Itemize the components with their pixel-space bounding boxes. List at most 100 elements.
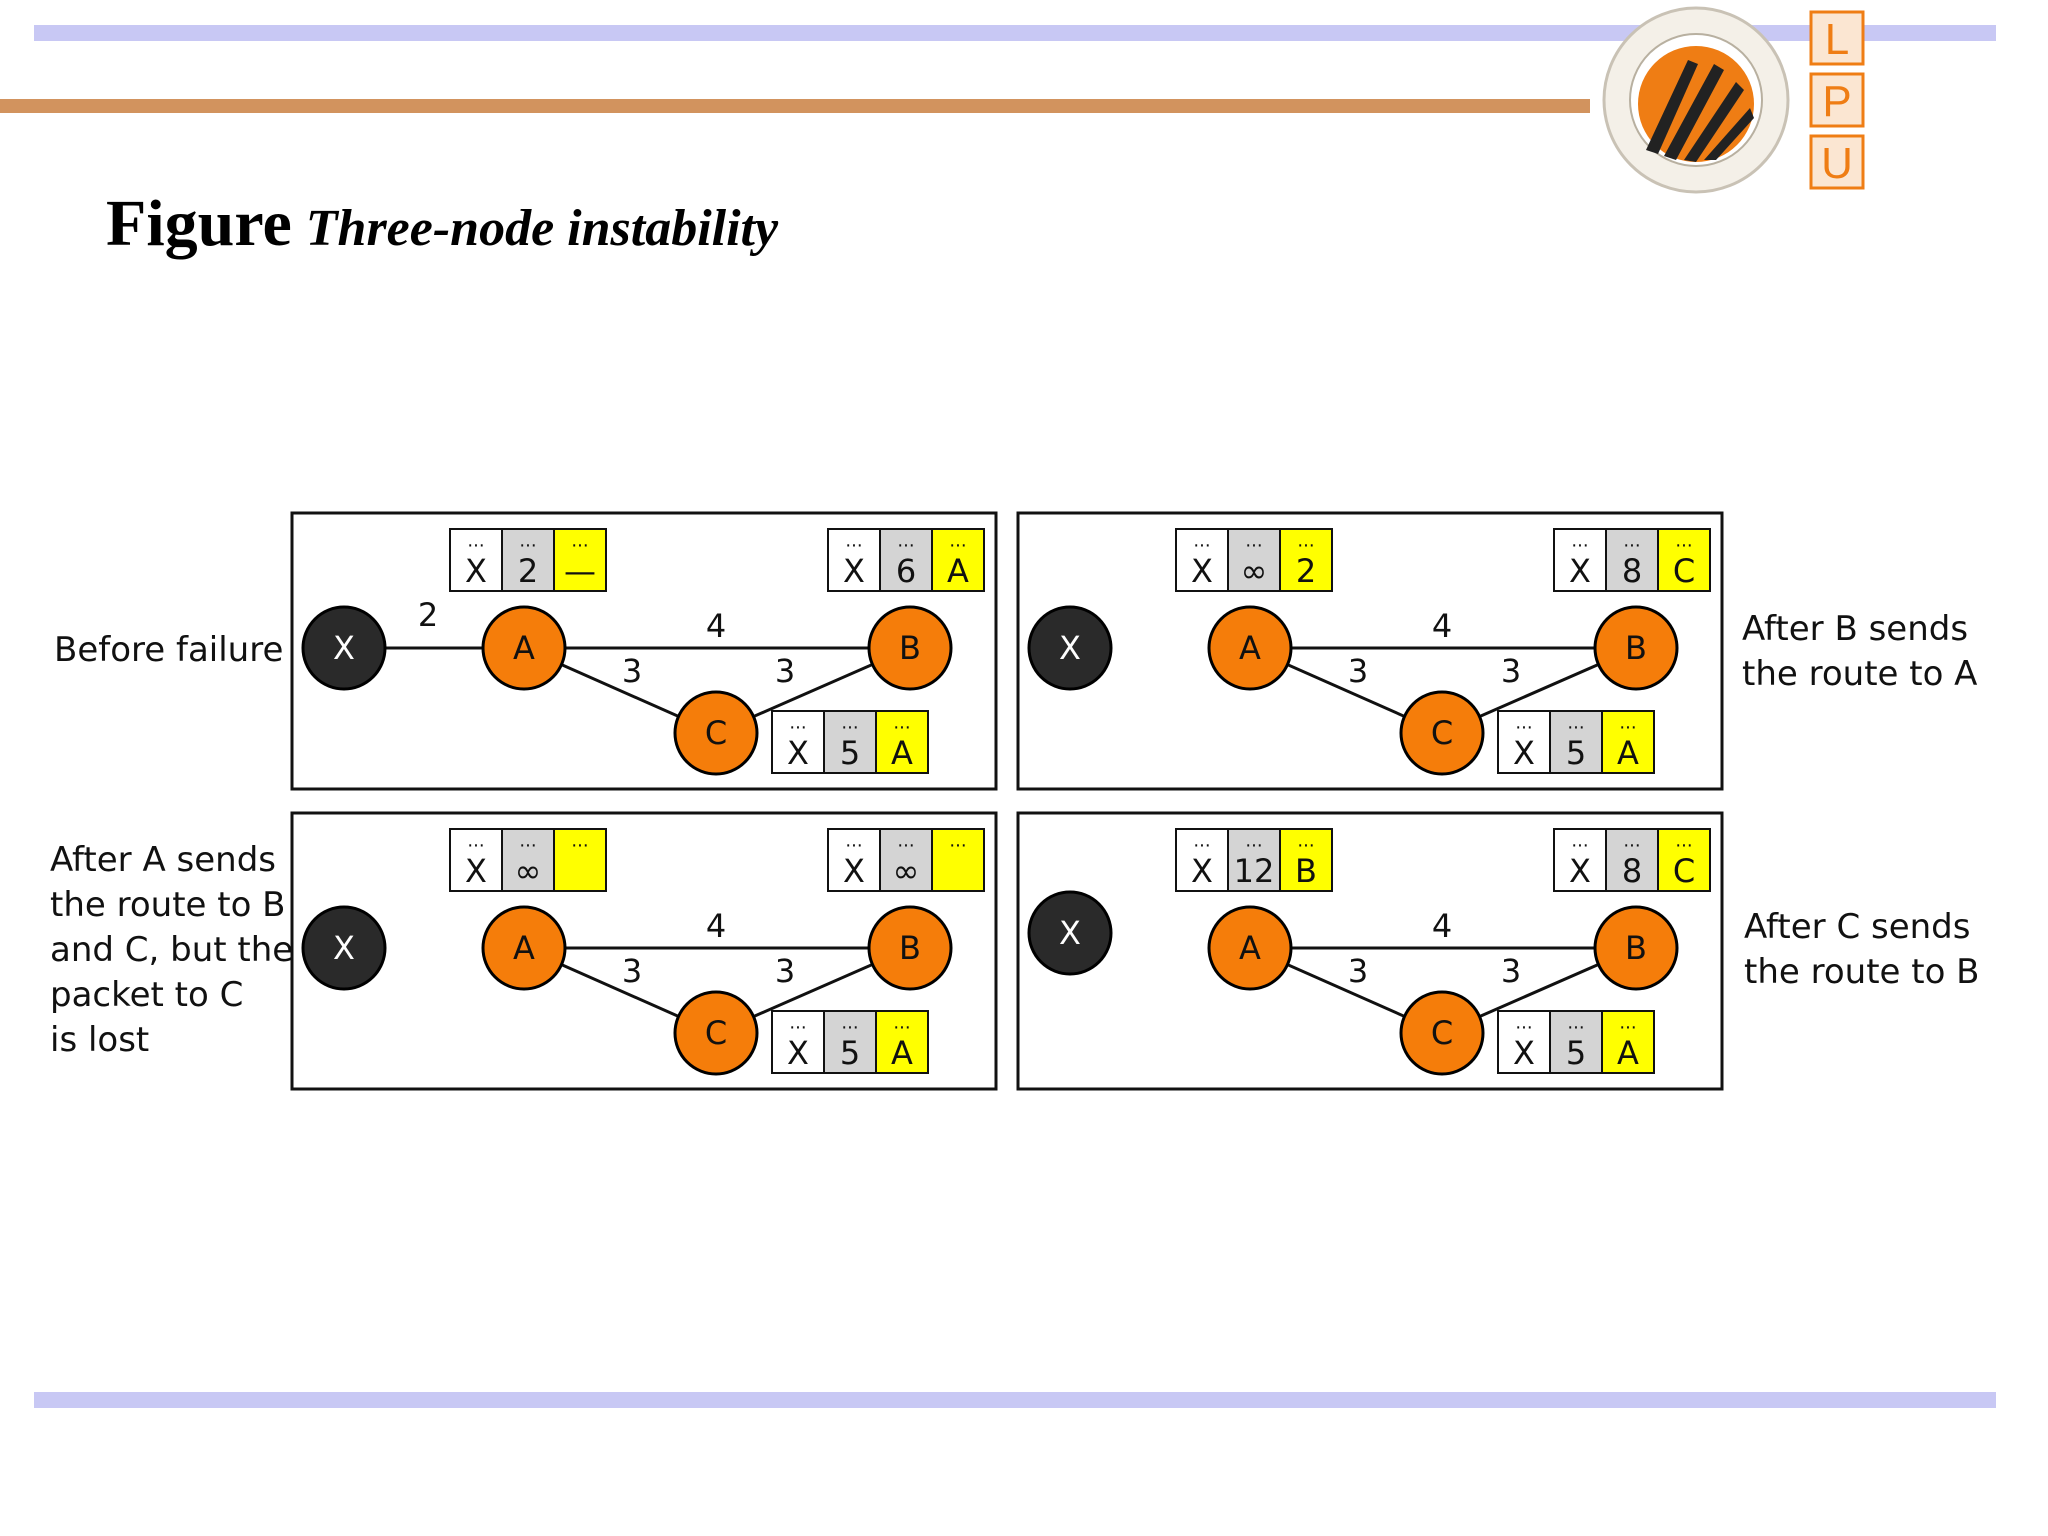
- table-cell-next-hop: [553, 828, 607, 892]
- table-cell-destination-value: X: [1569, 852, 1591, 890]
- node-x: [301, 905, 387, 991]
- table-cell-destination-ellipsis: ...: [467, 831, 484, 852]
- cost-label-a-b: 4: [1432, 907, 1452, 945]
- orange-rule: [0, 99, 1590, 113]
- routing-table-a: ...X...2...—: [449, 528, 607, 592]
- routing-table-c: ...X...5...A: [771, 710, 929, 774]
- table-cell-cost-value: ∞: [515, 852, 542, 890]
- table-cell-destination-ellipsis: ...: [1193, 831, 1210, 852]
- table-cell-cost-value: 8: [1622, 552, 1642, 590]
- table-cell-destination-value: X: [787, 1034, 809, 1072]
- table-cell-cost-ellipsis: ...: [519, 531, 536, 552]
- cost-label-a-b: 4: [706, 607, 726, 645]
- lpu-letters-logo: L P U: [1809, 10, 1865, 190]
- node-x: [1027, 605, 1113, 691]
- node-x-label: X: [1059, 629, 1081, 667]
- table-cell-next-hop-value: B: [1295, 852, 1317, 890]
- label-line: After A sends: [50, 840, 276, 880]
- label-line: the route to B: [1744, 952, 1980, 992]
- label-line: Before failure: [54, 630, 284, 670]
- routing-table-b: ...X...∞...: [827, 828, 985, 892]
- node-c-label: C: [705, 714, 727, 752]
- title-caption: Three-node instability: [305, 200, 779, 257]
- node-x: [301, 605, 387, 691]
- table-cell-destination: [449, 528, 503, 592]
- node-b-label: B: [899, 929, 921, 967]
- table-cell-cost: [823, 710, 877, 774]
- cost-label-a-c: 3: [1348, 952, 1368, 990]
- label-line: the route to A: [1742, 654, 1978, 694]
- table-cell-destination-ellipsis: ...: [845, 831, 862, 852]
- label-line: packet to C: [50, 975, 244, 1015]
- table-cell-next-hop-ellipsis: ...: [893, 1013, 910, 1034]
- table-cell-cost-value: 5: [1566, 1034, 1586, 1072]
- table-cell-next-hop-ellipsis: ...: [949, 831, 966, 852]
- node-b-label: B: [1625, 929, 1647, 967]
- table-cell-destination-ellipsis: ...: [467, 531, 484, 552]
- table-cell-next-hop-ellipsis: ...: [1619, 713, 1636, 734]
- label-line: the route to B: [50, 885, 286, 925]
- node-b: [867, 605, 953, 691]
- table-cell-cost: [1227, 828, 1281, 892]
- table-cell-next-hop: [1601, 1010, 1655, 1074]
- table-cell-destination: [827, 528, 881, 592]
- cost-label-a-c: 3: [622, 652, 642, 690]
- table-cell-cost-value: 5: [1566, 734, 1586, 772]
- cost-label-c-b: 3: [775, 952, 795, 990]
- table-cell-destination-value: X: [1513, 1034, 1535, 1072]
- table-cell-cost-ellipsis: ...: [1567, 1013, 1584, 1034]
- table-cell-destination: [771, 1010, 825, 1074]
- node-c-label: C: [1431, 714, 1453, 752]
- table-cell-destination: [1497, 710, 1551, 774]
- table-cell-cost-ellipsis: ...: [1567, 713, 1584, 734]
- label-after-b: After B sends the route to A: [1742, 607, 1977, 697]
- table-cell-next-hop: [1657, 828, 1711, 892]
- table-cell-destination-ellipsis: ...: [1515, 1013, 1532, 1034]
- table-cell-cost-value: ∞: [1241, 552, 1268, 590]
- routing-table-c: ...X...5...A: [1497, 710, 1655, 774]
- node-a: [481, 605, 567, 691]
- table-cell-next-hop: [1279, 528, 1333, 592]
- node-a-label: A: [513, 629, 535, 667]
- table-cell-cost-ellipsis: ...: [841, 1013, 858, 1034]
- node-b-label: B: [1625, 629, 1647, 667]
- table-cell-next-hop-ellipsis: ...: [1619, 1013, 1636, 1034]
- top-band: [34, 25, 1996, 41]
- node-x: [1027, 890, 1113, 976]
- label-after-a: After A sends the route to B and C, but …: [50, 838, 293, 1063]
- node-c: [673, 990, 759, 1076]
- logo-letter-p: P: [1822, 77, 1851, 126]
- node-b-label: B: [899, 629, 921, 667]
- cost-label-c-b: 3: [775, 652, 795, 690]
- table-cell-cost-ellipsis: ...: [1623, 531, 1640, 552]
- table-cell-cost: [1605, 828, 1659, 892]
- table-cell-cost-ellipsis: ...: [1245, 531, 1262, 552]
- label-line: and C, but the: [50, 930, 294, 970]
- table-cell-destination-ellipsis: ...: [789, 713, 806, 734]
- table-cell-destination: [1553, 528, 1607, 592]
- node-a: [1207, 905, 1293, 991]
- table-cell-destination-value: X: [465, 852, 487, 890]
- node-b: [1593, 905, 1679, 991]
- node-c-label: C: [705, 1014, 727, 1052]
- bottom-band: [34, 1392, 1996, 1408]
- table-cell-next-hop-value: A: [1617, 734, 1639, 772]
- cost-label-x-a: 2: [418, 596, 438, 634]
- table-cell-next-hop-value: C: [1673, 552, 1695, 590]
- node-c-label: C: [1431, 1014, 1453, 1052]
- table-cell-next-hop-ellipsis: ...: [571, 531, 588, 552]
- cost-label-c-b: 3: [1501, 952, 1521, 990]
- table-cell-next-hop-value: A: [1617, 1034, 1639, 1072]
- table-cell-cost-value: 5: [840, 1034, 860, 1072]
- table-cell-next-hop-value: C: [1673, 852, 1695, 890]
- table-cell-cost-value: 8: [1622, 852, 1642, 890]
- node-a-label: A: [1239, 929, 1261, 967]
- table-cell-destination: [1175, 528, 1229, 592]
- node-c: [673, 690, 759, 776]
- routing-table-c: ...X...5...A: [1497, 1010, 1655, 1074]
- table-cell-destination-value: X: [1569, 552, 1591, 590]
